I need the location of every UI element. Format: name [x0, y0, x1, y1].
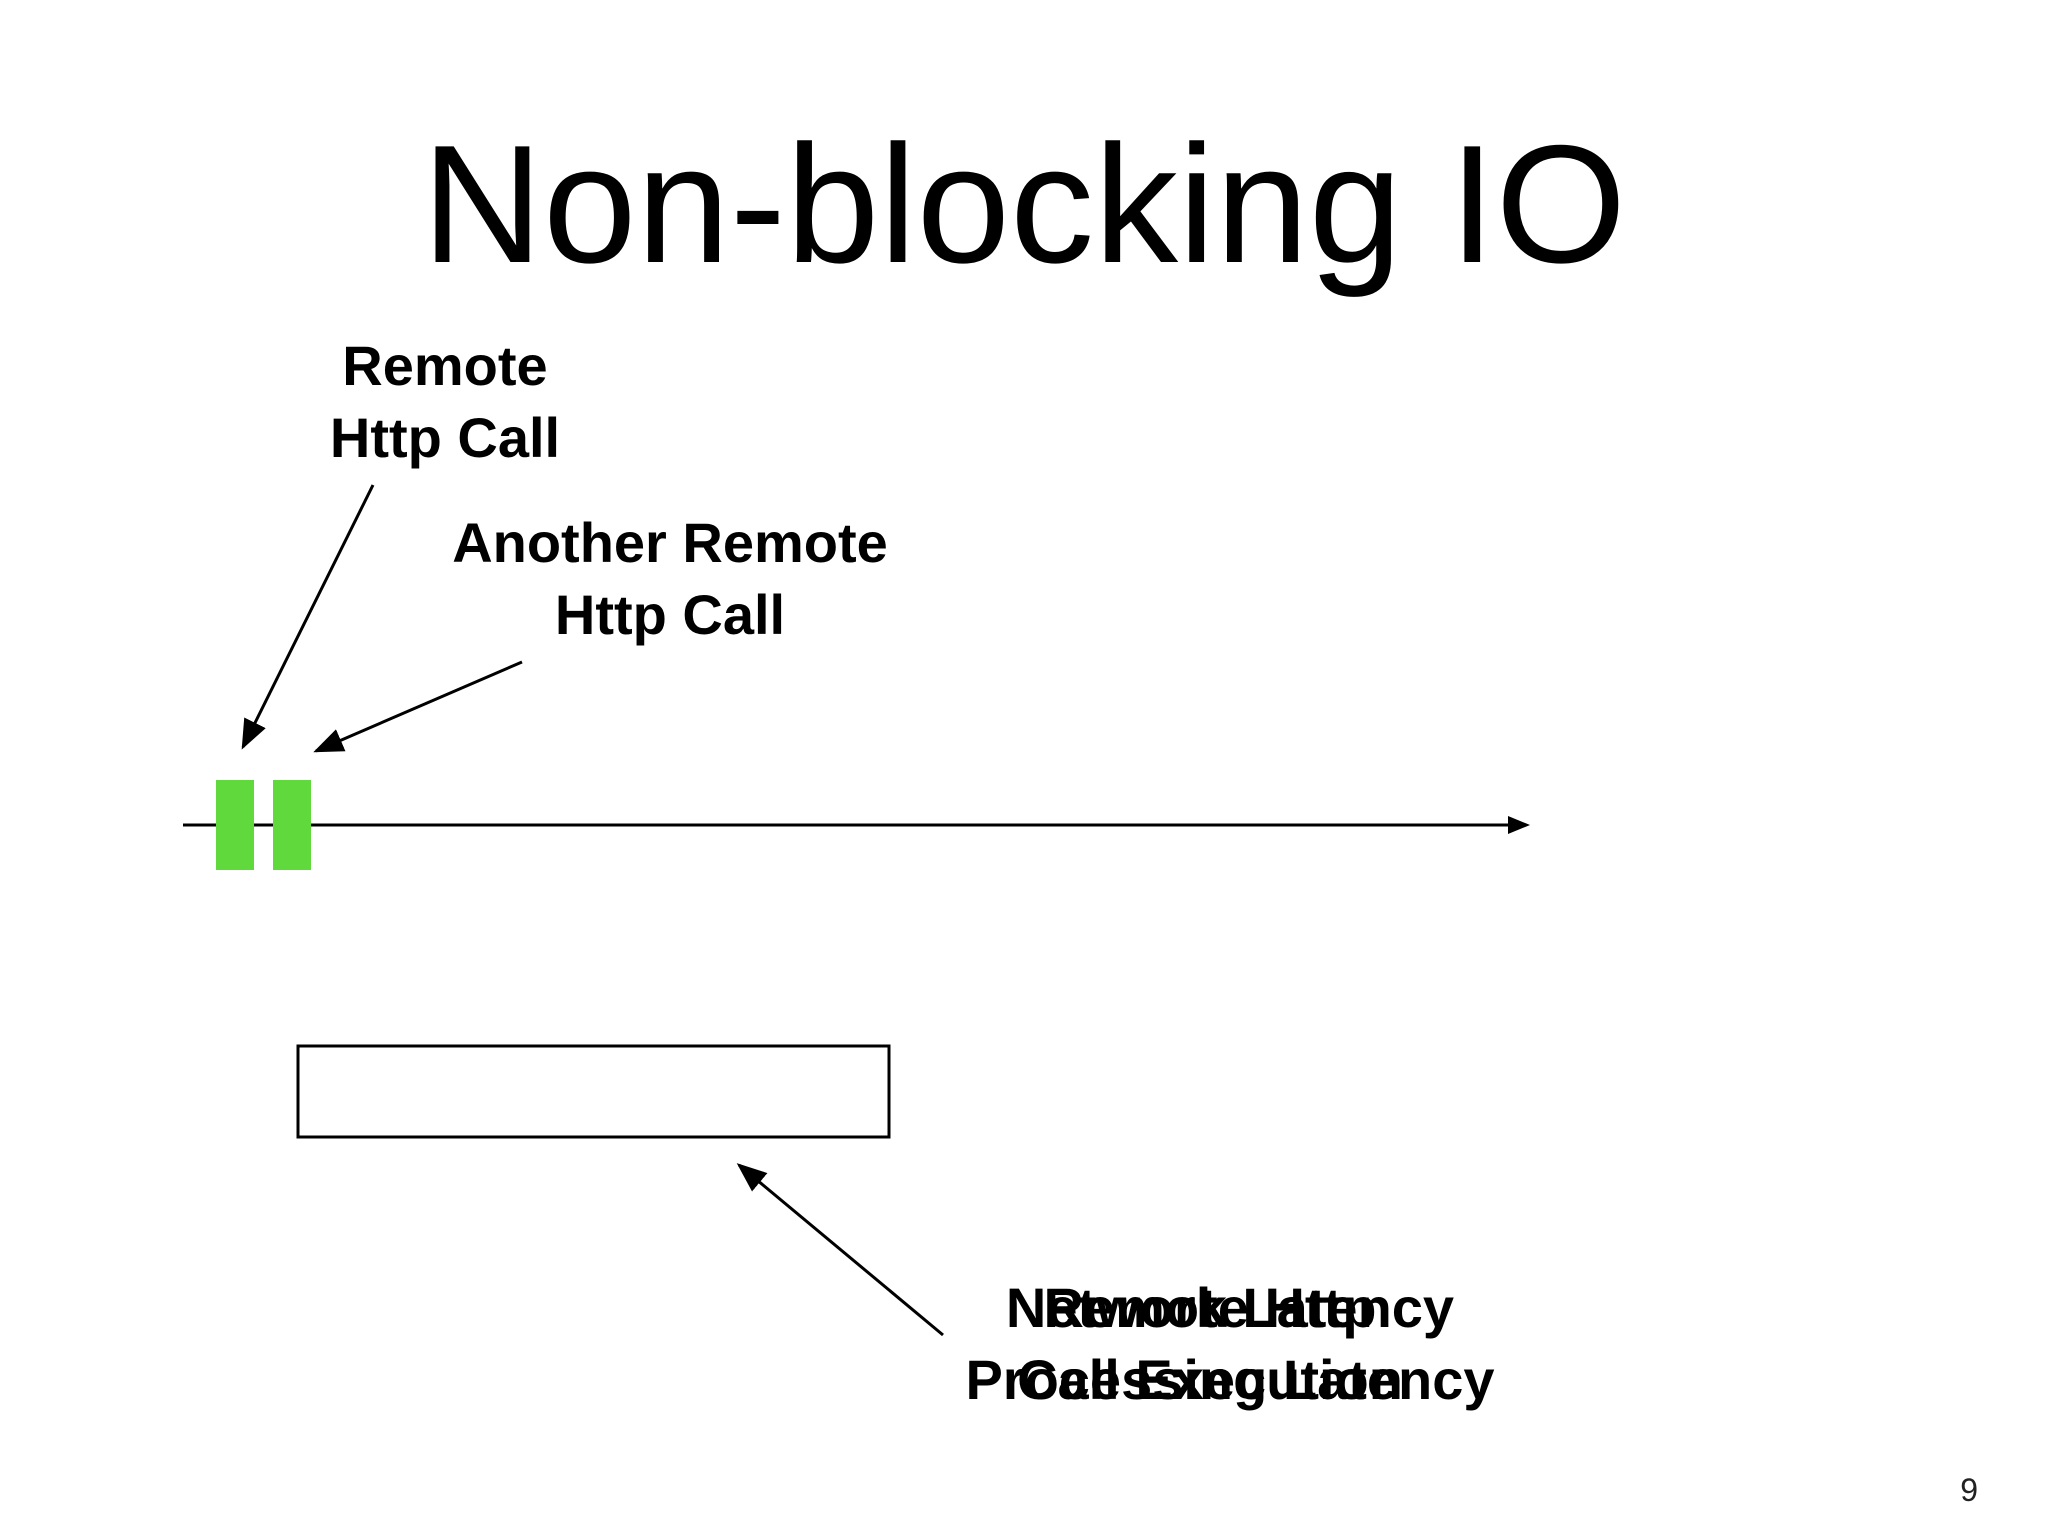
execution-box	[296, 1044, 891, 1139]
remote-call-label-line-2: Http Call	[329, 406, 561, 469]
timeline-arrowhead	[1508, 816, 1530, 834]
slide-title: Non-blocking IO	[421, 110, 1627, 298]
another-remote-call-block	[273, 780, 311, 870]
overlapping-label-execution-line-2: Call Execution	[1017, 1348, 1403, 1411]
remote-call-pointer-arrow	[241, 484, 375, 750]
another-remote-call-label-line-1: Another Remote	[452, 511, 888, 574]
overlapping-label-execution: Remote Http Call Execution	[880, 1272, 1540, 1416]
overlapping-label-latency: Network Latency Processing Latency	[900, 1272, 1560, 1416]
another-remote-call-pointer-arrow	[313, 660, 523, 753]
overlapping-label-latency-line-2: Processing Latency	[965, 1348, 1495, 1411]
execution-pointer-arrow	[736, 1163, 944, 1337]
remote-call-label: Remote Http Call	[280, 330, 610, 474]
overlapping-label-execution-line-1: Remote Http	[1043, 1276, 1377, 1339]
overlapping-label-latency-line-1: Network Latency	[1005, 1276, 1455, 1339]
page-number: 9	[1960, 1472, 1978, 1508]
another-remote-call-label: Another Remote Http Call	[400, 507, 940, 651]
remote-call-block	[216, 780, 254, 870]
remote-call-label-line-1: Remote	[342, 334, 548, 397]
another-remote-call-label-line-2: Http Call	[554, 583, 786, 646]
